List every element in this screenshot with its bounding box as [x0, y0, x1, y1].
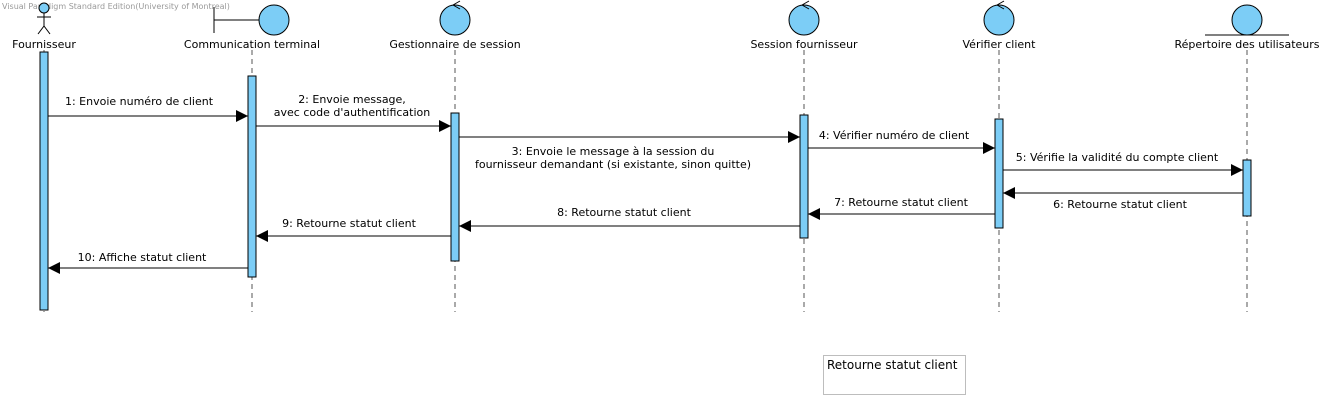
- note: Retourne statut client: [823, 355, 966, 395]
- message-2: 2: Envoie message,avec code d'authentifi…: [256, 93, 451, 132]
- lifeline-gestionnaire-de-session: Gestionnaire de session: [389, 0, 521, 312]
- lifeline-name: Gestionnaire de session: [389, 38, 520, 51]
- message-1: 1: Envoie numéro de client: [48, 95, 248, 122]
- activation-bar: [247, 75, 257, 278]
- message-5: 5: Vérifie la validité du compte client: [1003, 151, 1243, 176]
- lifeline-session-fournisseur: Session fournisseur: [750, 0, 858, 312]
- message-8: 8: Retourne statut client: [459, 206, 800, 232]
- activation-bar: [39, 51, 49, 311]
- lifeline-name: Répertoire des utilisateurs: [1174, 38, 1319, 51]
- message-label: 10: Affiche statut client: [78, 251, 207, 264]
- lifeline-r-pertoire-des-utilisateurs: Répertoire des utilisateurs: [1174, 4, 1320, 312]
- message-10: 10: Affiche statut client: [48, 251, 248, 274]
- control-icon: [788, 0, 820, 36]
- activation-bar: [450, 112, 460, 262]
- actor-icon: [37, 2, 51, 35]
- message-9: 9: Retourne statut client: [256, 217, 451, 242]
- lifeline-name: Vérifier client: [963, 38, 1037, 51]
- control-icon: [439, 0, 471, 36]
- message-4: 4: Vérifier numéro de client: [808, 129, 995, 154]
- message-label: 6: Retourne statut client: [1053, 198, 1187, 211]
- lifeline-communication-terminal: Communication terminal: [184, 4, 320, 312]
- message-label: 5: Vérifie la validité du compte client: [1016, 151, 1219, 164]
- activation-bar: [1242, 159, 1252, 217]
- lifeline-v-rifier-client: Vérifier client: [963, 0, 1037, 312]
- message-label: 1: Envoie numéro de client: [65, 95, 214, 108]
- watermark: Visual Paradigm Standard Edition(Univers…: [2, 2, 230, 11]
- message-label: 9: Retourne statut client: [282, 217, 416, 230]
- activation-bar: [799, 114, 809, 239]
- lifeline-fournisseur: Fournisseur: [12, 2, 76, 312]
- message-label: 4: Vérifier numéro de client: [819, 129, 970, 142]
- lifeline-name: Communication terminal: [184, 38, 320, 51]
- message-label: 2: Envoie message,avec code d'authentifi…: [274, 93, 431, 119]
- boundary-icon: [213, 4, 290, 36]
- message-6: 6: Retourne statut client: [1003, 187, 1243, 211]
- message-label: 7: Retourne statut client: [834, 196, 968, 209]
- message-label: 8: Retourne statut client: [557, 206, 691, 219]
- control-icon: [983, 0, 1015, 36]
- activation-bar: [994, 118, 1004, 229]
- message-7: 7: Retourne statut client: [808, 196, 995, 220]
- lifeline-name: Session fournisseur: [750, 38, 858, 51]
- lifeline-name: Fournisseur: [12, 38, 76, 51]
- entity-icon: [1205, 4, 1289, 36]
